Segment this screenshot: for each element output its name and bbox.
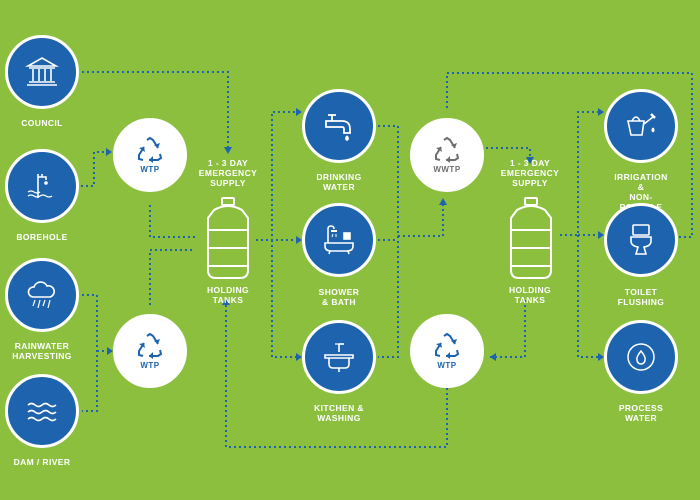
left-holding-tanks-label: HOLDING TANKS [207, 285, 249, 305]
rain-cloud-icon [27, 281, 55, 309]
arrowhead [490, 353, 496, 361]
arrowhead [526, 157, 534, 164]
arrowhead [598, 353, 604, 361]
flow-wtp2-to-tanks [149, 249, 195, 305]
flow-wtp-to-tanks [149, 205, 195, 238]
flow-borehole-to-wtp [81, 151, 110, 187]
shower-bath-icon [324, 225, 354, 255]
wtp-return-label: WTP [437, 361, 457, 370]
process-water-node [604, 320, 678, 394]
arrowhead [296, 108, 302, 116]
borehole-label: BOREHOLE [16, 232, 68, 242]
building-columns-icon [24, 57, 60, 86]
watering-can-icon [627, 113, 656, 136]
faucet-icon [325, 114, 351, 142]
wtp-top-label: WTP [140, 165, 160, 174]
recycle-icon [435, 332, 460, 359]
right-holding-tank-icon [510, 197, 552, 279]
toilet-label: TOILET FLUSHING [617, 287, 665, 307]
shower-bath-node [302, 203, 376, 277]
arrowhead [224, 147, 232, 154]
water-drop-cycle-icon [627, 343, 655, 371]
arrowhead [296, 353, 302, 361]
right-emergency-supply-label: 1 - 3 DAY EMERGENCY SUPPLY [500, 158, 560, 188]
flow-wtp-return-to-right-tanks [490, 300, 526, 358]
flow-tanks-to-kitchen [271, 240, 300, 358]
drinking-water-label: DRINKING WATER [316, 172, 362, 192]
sink-icon [324, 343, 354, 372]
arrowhead [107, 347, 113, 355]
left-emergency-supply-label: 1 - 3 DAY EMERGENCY SUPPLY [198, 158, 258, 188]
dam-label: DAM / RIVER [13, 457, 71, 467]
wwtp-node: WWTP [410, 118, 484, 192]
drinking-water-node [302, 89, 376, 163]
arrowhead [598, 108, 604, 116]
wtp-bottom-label: WTP [140, 361, 160, 370]
kitchen-washing-label: KITCHEN & WASHING [314, 403, 364, 423]
recycle-icon [138, 332, 163, 359]
arrowhead [106, 148, 112, 156]
toilet-icon [630, 224, 652, 255]
recycle-icon [435, 136, 460, 163]
flow-wwtp-to-right-supply [486, 147, 531, 160]
wtp-bottom-node: WTP [113, 314, 187, 388]
flow-council-to-storage [82, 71, 229, 148]
toilet-node [604, 203, 678, 277]
council-node [5, 35, 79, 109]
process-water-label: PROCESS WATER [618, 403, 664, 423]
arrowhead [296, 236, 302, 244]
arrowhead [222, 298, 230, 305]
borehole-node [5, 149, 79, 223]
wtp-return-node: WTP [410, 314, 484, 388]
dam-node [5, 374, 79, 448]
shower-bath-label: SHOWER & BATH [318, 287, 360, 307]
council-label: COUNCIL [21, 118, 63, 128]
irrigation-node [604, 89, 678, 163]
right-holding-tanks-label: HOLDING TANKS [509, 285, 551, 305]
arrowhead [598, 231, 604, 239]
recycle-icon [138, 136, 163, 163]
flow-rain-dam-to-wtp [82, 294, 111, 412]
wwtp-label: WWTP [433, 165, 461, 174]
flow-uses-to-wwtp [378, 125, 444, 358]
arrowhead [439, 198, 447, 205]
flow-tanks-to-drinking [256, 111, 300, 241]
rainwater-label: RAINWATER HARVESTING [12, 341, 72, 361]
left-holding-tank-icon [207, 197, 249, 279]
borehole-tap-icon [27, 174, 53, 198]
rainwater-node [5, 258, 79, 332]
wtp-top-node: WTP [113, 118, 187, 192]
water-waves-icon [27, 402, 57, 422]
flow-right-tanks-to-reuse [560, 111, 602, 358]
kitchen-washing-node [302, 320, 376, 394]
flow-reuse-loop-to-wwtp [446, 72, 693, 238]
